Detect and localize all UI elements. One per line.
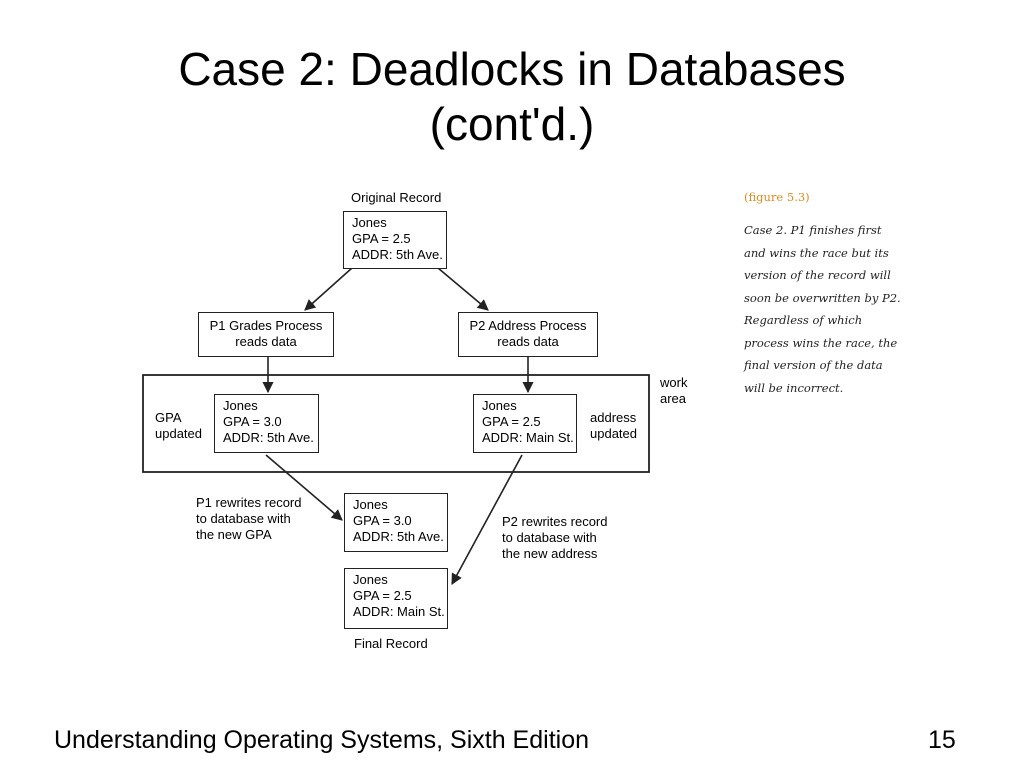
p2-rewrite-line-3: the new address: [502, 546, 598, 561]
p2-rewrite-label: P2 rewrites record to database with the …: [502, 514, 607, 562]
arrow-original-to-p2: [437, 267, 489, 311]
work-area-line-2: area: [660, 391, 687, 406]
address-updated-label: address updated: [590, 410, 637, 442]
p2-work-record-line-1: Jones: [482, 398, 517, 413]
caption-line-1: Case 2. P1 finishes first: [744, 223, 882, 237]
arrow-p1-rewrite: [265, 454, 343, 521]
page-number: 15: [928, 726, 956, 754]
original-record-label: Original Record: [351, 190, 442, 205]
work-area-line-1: work: [660, 375, 688, 390]
figure-caption: Case 2. P1 finishes first and wins the r…: [744, 219, 901, 399]
caption-line-7: final version of the data: [744, 358, 883, 372]
p2-process-line-1: P2 Address Process: [469, 318, 587, 333]
original-record-line-2: GPA = 2.5: [352, 231, 411, 246]
p1-written-record-line-2: GPA = 3.0: [353, 513, 412, 528]
final-record-line-2: GPA = 2.5: [353, 588, 412, 603]
p1-work-record-box: Jones GPA = 3.0 ADDR: 5th Ave.: [214, 394, 319, 453]
address-updated-line-2: updated: [590, 426, 637, 441]
caption-line-4: soon be overwritten by P2.: [744, 290, 901, 305]
p1-work-record-line-2: GPA = 3.0: [223, 414, 282, 429]
arrow-original-to-p1: [304, 267, 353, 311]
title-line-2: (cont'd.): [429, 98, 595, 150]
p1-work-record-line-1: Jones: [223, 398, 258, 413]
p1-process-line-2: reads data: [235, 334, 297, 349]
work-area-label: work area: [660, 375, 687, 407]
p1-rewrite-line-1: P1 rewrites record: [196, 495, 302, 510]
caption-line-2: and wins the race but its: [744, 245, 889, 260]
slide-footer: Understanding Operating Systems, Sixth E…: [54, 726, 589, 754]
gpa-updated-label: GPA updated: [155, 410, 202, 442]
p2-work-record-line-3: ADDR: Main St.: [482, 430, 574, 445]
original-record-line-1: Jones: [352, 215, 387, 230]
p2-rewrite-line-1: P2 rewrites record: [502, 514, 608, 529]
p1-written-record-line-3: ADDR: 5th Ave.: [353, 529, 444, 544]
final-record-label: Final Record: [354, 636, 428, 651]
title-line-1: Case 2: Deadlocks in Databases: [178, 43, 846, 95]
p1-process-box: P1 Grades Process reads data: [198, 312, 334, 357]
p1-rewrite-line-3: the new GPA: [196, 527, 272, 542]
final-record-line-3: ADDR: Main St.: [353, 604, 445, 619]
original-record-box: Jones GPA = 2.5 ADDR: 5th Ave.: [343, 211, 447, 269]
gpa-updated-line-2: updated: [155, 426, 202, 441]
caption-line-8: will be incorrect.: [744, 380, 844, 395]
p1-process-line-1: P1 Grades Process: [209, 318, 323, 333]
gpa-updated-line-1: GPA: [155, 410, 182, 425]
arrow-p2-rewrite: [451, 454, 523, 585]
p1-written-record-line-1: Jones: [353, 497, 388, 512]
p1-rewrite-label: P1 rewrites record to database with the …: [196, 495, 301, 543]
caption-line-3: version of the record will: [744, 268, 891, 282]
p1-rewrite-line-2: to database with: [196, 511, 291, 526]
final-record-line-1: Jones: [353, 572, 388, 587]
p2-rewrite-line-2: to database with: [502, 530, 597, 545]
p2-work-record-line-2: GPA = 2.5: [482, 414, 541, 429]
caption-line-6: process wins the race, the: [744, 335, 898, 350]
work-area-frame: [142, 374, 650, 473]
slide-title: Case 2: Deadlocks in Databases (cont'd.): [0, 42, 1024, 152]
final-record-box: Jones GPA = 2.5 ADDR: Main St.: [344, 568, 448, 629]
p1-work-record-line-3: ADDR: 5th Ave.: [223, 430, 314, 445]
p1-written-record-box: Jones GPA = 3.0 ADDR: 5th Ave.: [344, 493, 448, 552]
p2-work-record-box: Jones GPA = 2.5 ADDR: Main St.: [473, 394, 577, 453]
original-record-line-3: ADDR: 5th Ave.: [352, 247, 443, 262]
p2-process-line-2: reads data: [497, 334, 559, 349]
figure-number: (figure 5.3): [744, 190, 810, 204]
caption-line-5: Regardless of which: [744, 313, 863, 327]
address-updated-line-1: address: [590, 410, 637, 425]
p2-process-box: P2 Address Process reads data: [458, 312, 598, 357]
